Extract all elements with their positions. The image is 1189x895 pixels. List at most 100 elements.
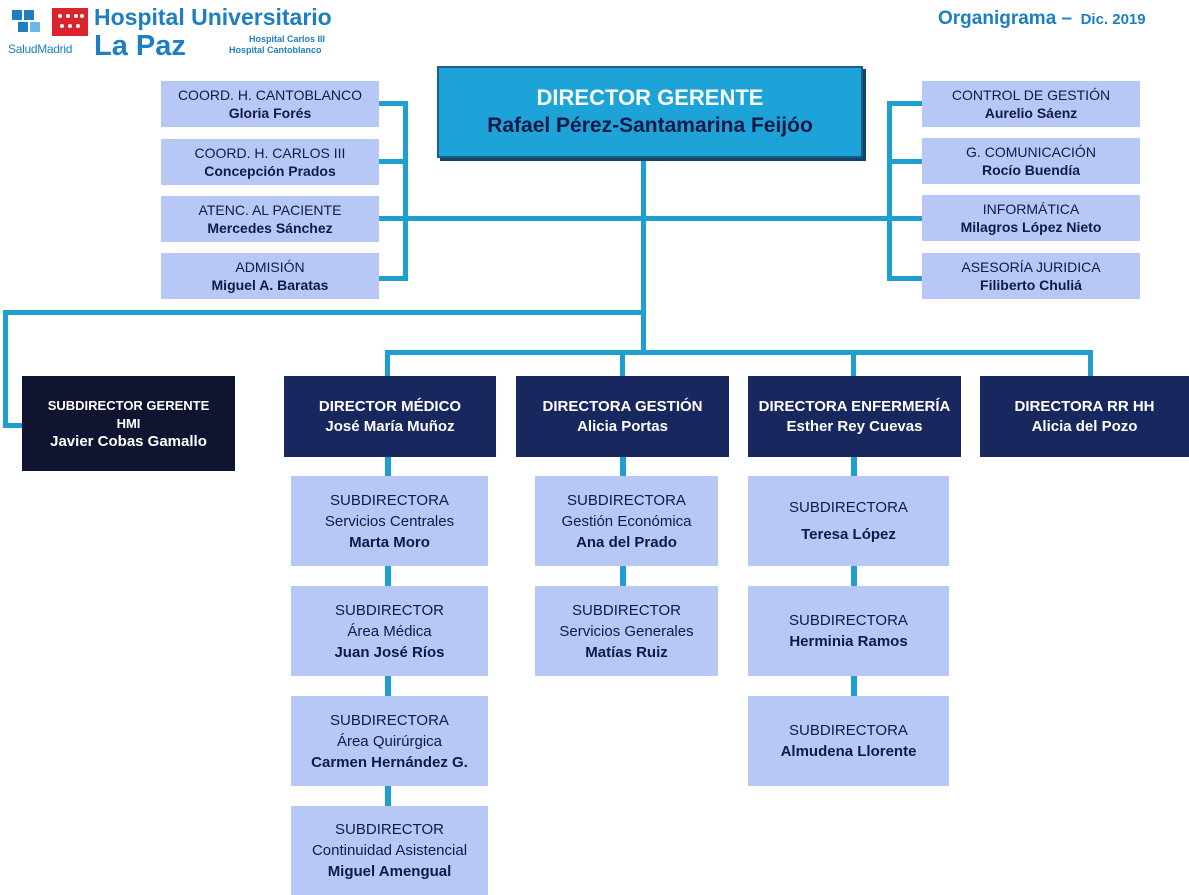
staff-box-left: ATENC. AL PACIENTE Mercedes Sánchez [161,196,379,242]
staff-box-right: INFORMÁTICA Milagros López Nieto [922,195,1140,241]
subdirector-title: SUBDIRECTORA [567,491,686,509]
director-gerente-box: DIRECTOR GERENTE Rafael Pérez-Santamarin… [437,66,863,158]
director-name: Alicia del Pozo [1031,417,1138,435]
subdirector-name: Juan José Ríos [334,643,445,661]
staff-name: Mercedes Sánchez [207,220,333,236]
connector-director-2 [620,350,625,377]
staff-title: ADMISIÓN [235,259,305,275]
director-gerente-name: Rafael Pérez-Santamarina Feijóo [487,114,813,137]
subdirector-name: Teresa López [801,526,896,543]
subdirector-box: SUBDIRECTOR Área Médica Juan José Ríos [291,586,488,676]
subdirector-box: SUBDIRECTORA Almudena Llorente [748,696,949,786]
staff-title: COORD. H. CANTOBLANCO [177,87,363,103]
connector-left-staff-4 [379,276,408,281]
connector-left-staff-2 [379,159,408,164]
connector-director-4 [1088,350,1093,377]
director-gerente-title: DIRECTOR GERENTE [536,85,764,110]
staff-box-left: COORD. H. CARLOS III Concepción Prados [161,139,379,185]
subdirector-name: Marta Moro [349,533,430,551]
staff-title: G. COMUNICACIÓN [966,144,1096,160]
connector-left-staff-1 [379,101,408,106]
director-box-gestion: DIRECTORA GESTIÓN Alicia Portas [516,376,729,457]
director-box-rrhh: DIRECTORA RR HH Alicia del Pozo [980,376,1189,457]
subdirector-name: Ana del Prado [576,533,677,551]
hospital-name-line1: Hospital Universitario [94,4,332,30]
staff-title: COORD. H. CARLOS III [194,145,346,161]
director-title: DIRECTOR MÉDICO [318,397,462,415]
connector-director-1 [385,350,390,377]
staff-title: INFORMÁTICA [982,201,1080,217]
connector-staff-horizontal [405,216,892,221]
subdirector-name: Herminia Ramos [789,633,908,650]
connector-right-staff-vertical [887,101,892,281]
subdirector-box: SUBDIRECTORA Servicios Centrales Marta M… [291,476,488,566]
connector-main-vertical [641,154,646,354]
subdirector-title: SUBDIRECTOR [335,821,444,838]
staff-name: Milagros López Nieto [960,219,1102,235]
director-title: DIRECTORA RR HH [1014,397,1155,415]
subdirector-title: SUBDIRECTORA [789,722,908,739]
hospital-name-line2: La Paz [94,30,186,62]
connector-right-staff-2 [887,159,922,164]
subdirector-box: SUBDIRECTORA Gestión Económica Ana del P… [535,476,718,566]
subdirector-title: SUBDIRECTOR [572,601,681,619]
director-name: Esther Rey Cuevas [786,417,923,435]
connector-left-staff-vertical [403,101,408,281]
subdirector-title: SUBDIRECTOR [335,601,444,619]
subdirector-title: SUBDIRECTORA [330,491,449,509]
staff-box-right: ASESORÍA JURIDICA Filiberto Chuliá [922,253,1140,299]
subdirector-box: SUBDIRECTOR Continuidad Asistencial Migu… [291,806,488,895]
subdirector-hmi-name: Javier Cobas Gamallo [50,432,207,450]
connector-right-staff-3 [887,216,922,221]
staff-title: CONTROL DE GESTIÓN [951,87,1111,103]
subdirector-box: SUBDIRECTORA Área Quirúrgica Carmen Hern… [291,696,488,786]
subdirector-title: SUBDIRECTORA [789,612,908,629]
subdirector-area: Área Quirúrgica [336,732,443,750]
hospital-logo: SaludMadrid Hospital Universitario La Pa… [6,4,346,62]
connector-directors-horizontal [385,350,1093,355]
staff-box-right: G. COMUNICACIÓN Rocío Buendía [922,138,1140,184]
director-name: Alicia Portas [577,417,668,435]
staff-name: Concepción Prados [204,163,336,179]
subdirector-hmi-title-1: SUBDIRECTOR GERENTE [47,397,210,413]
director-title: DIRECTORA GESTIÓN [542,397,703,415]
staff-name: Gloria Forés [228,105,312,121]
staff-name: Aurelio Sáenz [984,105,1078,121]
subdirector-box: SUBDIRECTORA Teresa López [748,476,949,566]
subdirector-name: Carmen Hernández G. [311,753,468,771]
connector-hmi-horizontal [3,310,646,315]
connector-left-staff-3 [379,216,408,221]
subdirector-area: Área Médica [347,622,432,640]
connector-hmi-stub [3,423,23,428]
subdirector-area: Servicios Centrales [324,512,455,530]
staff-box-left: COORD. H. CANTOBLANCO Gloria Forés [161,81,379,127]
connector-right-staff-4 [887,276,922,281]
connector-right-staff-1 [887,101,922,106]
brand-small-text: SaludMadrid [8,42,73,56]
staff-box-left: ADMISIÓN Miguel A. Baratas [161,253,379,299]
subdirector-name: Almudena Llorente [780,743,917,760]
subdirector-area: Continuidad Asistencial [311,842,468,859]
subdirector-area: Gestión Económica [561,512,692,530]
director-box-enfermeria: DIRECTORA ENFERMERÍA Esther Rey Cuevas [748,376,961,457]
sub-hospital-1: Hospital Carlos III [249,34,326,44]
subdirector-box: SUBDIRECTOR Servicios Generales Matías R… [535,586,718,676]
connector-director-3 [851,350,856,377]
staff-title: ASESORÍA JURIDICA [961,259,1101,275]
org-title: Organigrama – [938,8,1073,29]
subdirector-name: Matías Ruiz [585,643,668,661]
subdirector-title: SUBDIRECTORA [789,499,908,516]
salud-madrid-emblem-icon [12,8,88,36]
subdirector-area: Servicios Generales [559,622,694,640]
subdirector-hmi-title-2: HMI [116,415,141,431]
subdirector-hmi-box: SUBDIRECTOR GERENTE HMI Javier Cobas Gam… [22,376,235,471]
sub-hospital-2: Hospital Cantoblanco [229,45,322,55]
subdirector-title: SUBDIRECTORA [330,711,449,729]
connector-hmi-vertical [3,310,8,428]
connector-enfermeria-chain [851,457,857,702]
staff-name: Filiberto Chuliá [980,277,1082,293]
staff-name: Rocío Buendía [981,162,1080,178]
subdirector-box: SUBDIRECTORA Herminia Ramos [748,586,949,676]
director-name: José María Muñoz [325,417,455,435]
org-chart-title: Organigrama – Dic. 2019 [938,8,1146,30]
